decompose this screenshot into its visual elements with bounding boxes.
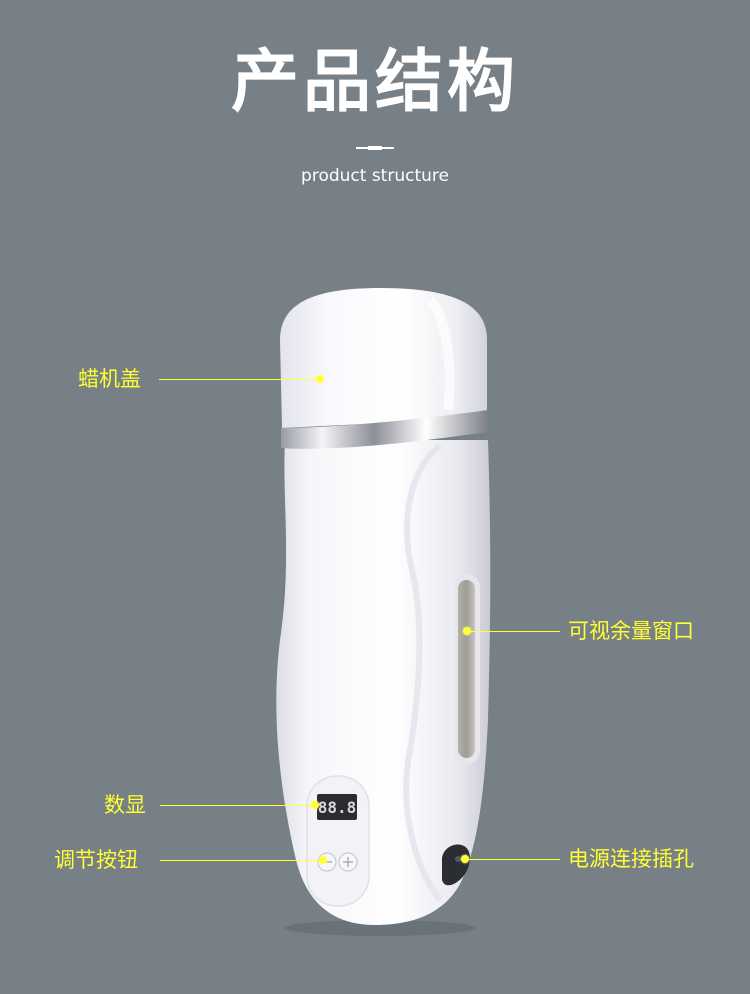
power-port-pin — [455, 856, 461, 862]
callout-wax-lid-dot — [316, 375, 324, 383]
callout-wax-lid-label: 蜡机盖 — [78, 367, 141, 391]
body-contour — [403, 442, 443, 902]
callout-display-label: 数显 — [104, 793, 146, 817]
view-window-glass — [458, 580, 475, 758]
page-title: 产品结构 — [230, 43, 519, 122]
callout-display-dot — [311, 801, 319, 809]
chrome-ring — [281, 410, 488, 449]
callout-power-port-dot — [461, 855, 469, 863]
callout-power-port-line — [466, 859, 560, 860]
callout-wax-lid-line — [159, 379, 319, 380]
lid-highlight — [426, 296, 455, 411]
display-screen — [317, 794, 357, 820]
callout-power-port-label: 电源连接插孔 — [568, 847, 694, 871]
page-subtitle: product structure — [301, 166, 449, 186]
callout-view-window-line — [468, 631, 560, 632]
display-readout: 88.8 — [318, 798, 357, 817]
wax-lid — [280, 288, 487, 428]
callout-view-window-label: 可视余量窗口 — [568, 619, 694, 643]
callout-buttons-label: 调节按钮 — [54, 848, 138, 872]
callout-buttons-dot — [319, 856, 327, 864]
device-shadow — [285, 920, 475, 936]
callout-view-window-dot — [463, 627, 471, 635]
power-port — [442, 844, 470, 886]
callout-display-line — [160, 805, 314, 806]
callout-buttons-line — [160, 860, 322, 861]
title-divider — [356, 146, 394, 150]
